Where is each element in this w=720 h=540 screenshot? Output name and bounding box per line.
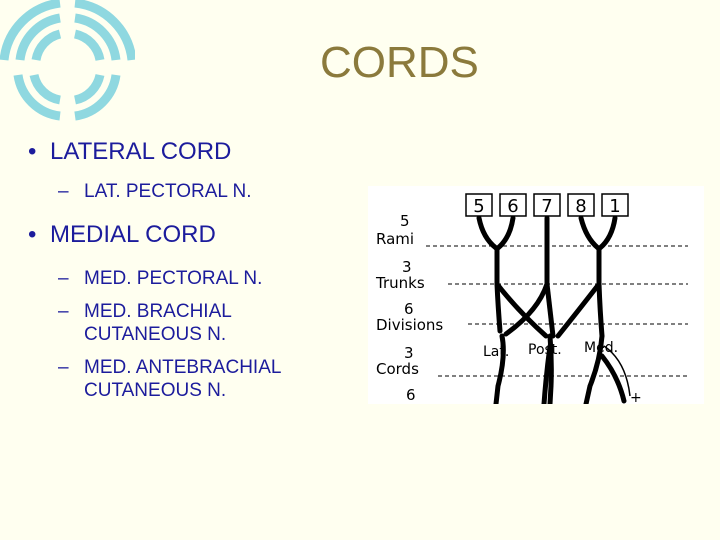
bullet-lateral-cord: • LATERAL CORD xyxy=(28,138,358,166)
bullet-label: LATERAL CORD xyxy=(50,138,232,165)
sub-item: – MED. BRACHIAL CUTANEOUS N. xyxy=(58,300,358,346)
level-count: 5 xyxy=(400,212,410,230)
sub-item-label: MED. BRACHIAL CUTANEOUS N. xyxy=(84,301,232,345)
logo-graphic xyxy=(0,0,137,135)
bullet-glyph: • xyxy=(28,221,37,248)
sub-item: – MED. PECTORAL N. xyxy=(58,267,358,290)
sub-glyph: – xyxy=(58,301,69,322)
level-count: 6 xyxy=(404,300,414,318)
cord-label-posterior: Post. xyxy=(528,342,562,358)
sub-item-label: LAT. PECTORAL N. xyxy=(84,181,252,202)
slide-title: CORDS xyxy=(320,38,479,87)
sub-glyph: – xyxy=(58,268,69,289)
sub-glyph: – xyxy=(58,357,69,378)
sub-item: – MED. ANTEBRACHIAL CUTANEOUS N. xyxy=(58,356,358,402)
level-count: 3 xyxy=(404,344,414,362)
sub-item: – LAT. PECTORAL N. xyxy=(58,180,358,203)
cord-label-lateral: Lat. xyxy=(483,344,509,360)
level-name: Trunks xyxy=(375,274,425,292)
bullet-medial-cord: • MEDIAL CORD xyxy=(28,221,358,249)
root-number: 5 xyxy=(473,196,484,217)
level-count: 6 xyxy=(406,386,416,404)
level-count: 3 xyxy=(402,258,412,276)
root-number: 8 xyxy=(575,196,586,217)
level-name: Rami xyxy=(376,230,414,248)
brachial-plexus-diagram: 5 6 7 8 1 xyxy=(368,186,704,407)
root-number: 6 xyxy=(507,196,518,217)
cord-label-medial: Med. xyxy=(584,340,618,356)
sub-item-label: MED. ANTEBRACHIAL CUTANEOUS N. xyxy=(84,357,281,401)
plus-mark: + xyxy=(630,390,642,404)
level-name: Cords xyxy=(376,360,419,378)
plexus-drawing: 5 6 7 8 1 xyxy=(375,193,688,407)
bullet-glyph: • xyxy=(28,138,37,165)
bullet-list: • LATERAL CORD – LAT. PECTORAL N. • MEDI… xyxy=(28,138,358,402)
level-name: Divisions xyxy=(376,316,443,334)
root-number: 7 xyxy=(541,196,552,217)
sub-glyph: – xyxy=(58,181,69,202)
bullet-label: MEDIAL CORD xyxy=(50,221,216,248)
logo xyxy=(0,0,137,135)
sub-item-label: MED. PECTORAL N. xyxy=(84,268,263,289)
root-number: 1 xyxy=(609,196,620,217)
